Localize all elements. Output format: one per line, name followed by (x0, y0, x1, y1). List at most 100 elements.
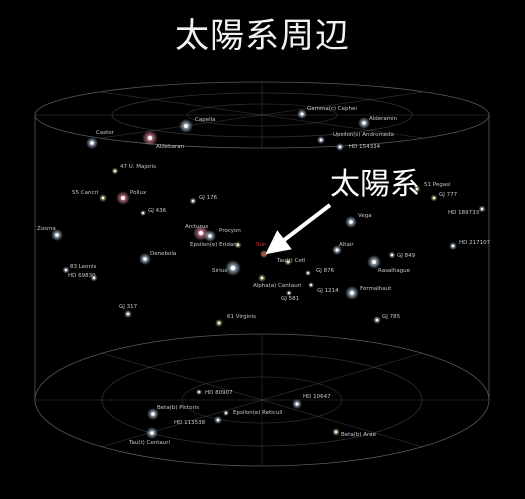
star-label: GJ 1214 (317, 288, 339, 294)
star-label: HD 113538 (174, 420, 206, 426)
star-label: Formalhaut (360, 286, 392, 292)
star-upsilon-andromeda: Upsilon(s) Andromeda (317, 132, 394, 144)
star-tau-centauri: Tau(t) Centauri (128, 427, 170, 446)
star-epsilon-reticuli: Epsilon(e) Reticuli (223, 410, 283, 416)
star-47-u-majoris: 47 U. Majoris (111, 164, 156, 175)
star-83-leonis: 83 Leonis (62, 264, 96, 274)
star-gj-785: GJ 785 (373, 314, 401, 324)
bottom-ring-inner (181, 376, 343, 424)
star-label: Upsilon(s) Andromeda (333, 132, 394, 138)
star-label: Pollux (130, 190, 147, 196)
star-label: GJ 849 (397, 253, 416, 259)
star-alderamin: Alderamin (358, 116, 398, 129)
star-hd-154334: HD 154334 (336, 143, 381, 151)
star-51-pegasi: 51 Pegasi (413, 182, 451, 193)
star-label: Castor (96, 130, 115, 136)
star-61-virginis: 61 Virginis (215, 314, 256, 327)
star-hd-189733: HD 189733 (448, 205, 486, 216)
top-spokes (35, 82, 489, 148)
star-hd-69830: HD 69830 (68, 273, 98, 282)
star-gj-317: GJ 317 (119, 304, 138, 318)
star-hd-80907: HD 80907 (196, 389, 233, 396)
star-label: 61 Virginis (227, 314, 256, 320)
star-label: GJ 317 (119, 304, 138, 310)
star-label: Epsilon(e) Reticuli (233, 410, 283, 416)
star-label: HD 154334 (349, 144, 381, 150)
top-ring-inner (186, 103, 338, 127)
star-label: GJ 777 (439, 192, 458, 198)
star-label: GJ 876 (316, 268, 335, 274)
star-vega: Vega (345, 213, 372, 228)
star-label: Zosma (37, 226, 56, 232)
star-label: Tau(t) Centauri (128, 440, 170, 446)
sun-label: Sun (256, 242, 267, 248)
star-label: Denebola (150, 251, 176, 257)
star-procyon: Procyon (204, 228, 241, 242)
star-epsilon-eridani: Epsilon(e) Eridani (190, 241, 242, 249)
star-label: 47 U. Majoris (120, 164, 156, 170)
star-label: HD 217107 (459, 240, 491, 246)
star-hd-10647: HD 10647 (292, 394, 331, 409)
star-label: 55 Cancri (72, 190, 99, 196)
star-label: GJ 581 (281, 296, 299, 302)
star-alpha-centauri: Alpha(a) Centauri (253, 274, 302, 289)
star-rasalhague: Rasalhague (367, 255, 411, 274)
top-ring-mid (111, 92, 413, 138)
star-label: HD 189733 (448, 210, 480, 216)
star-hd-217107: HD 217107 (449, 240, 491, 250)
star-beta-pictoris: Beta(b) Pictoris (147, 405, 199, 420)
star-label: 51 Pegasi (424, 182, 451, 188)
star-label: HD 80907 (205, 390, 233, 396)
star-label: Altair (339, 242, 354, 248)
star-gj-436: GJ 436 (140, 208, 167, 216)
callout-arrow (265, 203, 332, 255)
star-hd-113538: HD 113538 (174, 416, 222, 426)
star-label: GJ 176 (199, 195, 218, 201)
star-label: Rasalhague (378, 268, 411, 274)
star-gj-176: GJ 176 (189, 195, 218, 205)
stars-layer: Gamma(c) Cephei Alderamin Capella Castor… (37, 106, 491, 446)
star-sirius: Sirius (212, 260, 241, 276)
star-55-cancri: 55 Cancri (72, 190, 107, 202)
star-label: Capella (195, 117, 216, 123)
star-capella: Capella (179, 117, 216, 133)
cylinder-grid (34, 81, 490, 467)
star-label: Alpha(a) Centauri (253, 283, 302, 289)
star-castor: Castor (86, 130, 115, 149)
star-altair: Altair (332, 242, 354, 255)
star-label: HD 10647 (303, 394, 331, 400)
star-label: GJ 436 (148, 208, 167, 214)
star-label: Gamma(c) Cephei (307, 106, 357, 112)
star-label: Procyon (219, 228, 241, 234)
star-gj-777: GJ 777 (430, 192, 458, 202)
star-formalhaut: Formalhaut (345, 286, 392, 300)
star-label: Tau(t) Ceti (276, 258, 306, 264)
star-gj-1214: GJ 1214 (308, 282, 339, 294)
star-label: Epsilon(e) Eridani (190, 242, 239, 248)
star-label: HD 69830 (68, 273, 96, 279)
star-zosma: Zosma (37, 226, 63, 241)
bottom-spokes (35, 334, 489, 466)
star-beta-arae: Beta(b) Arae (332, 428, 377, 438)
star-label: GJ 785 (382, 314, 401, 320)
star-label: Alderamin (369, 116, 398, 122)
star-tau-ceti: Tau(t) Ceti (276, 258, 306, 266)
star-label: Vega (358, 213, 372, 219)
solar-system-callout: 太陽系 (330, 167, 420, 202)
sun-marker: Sun (256, 242, 268, 258)
bottom-ring-mid (101, 353, 423, 447)
star-label: Beta(b) Pictoris (157, 405, 199, 411)
star-gj-581: GJ 581 (281, 290, 299, 302)
star-aldebaran: Aldebaran (142, 130, 185, 150)
star-label: 83 Leonis (70, 264, 96, 270)
page-title: 太陽系周辺 (175, 16, 350, 56)
star-gamma-cephei: Gamma(c) Cephei (297, 106, 357, 119)
star-pollux: Pollux (116, 190, 147, 205)
star-denebola: Denebola (139, 251, 176, 265)
star-gj-876: GJ 876 (305, 268, 335, 276)
star-label: Aldebaran (156, 144, 185, 150)
star-gj-849: GJ 849 (388, 251, 416, 259)
star-label: Sirius (212, 268, 227, 274)
star-label: Beta(b) Arae (341, 432, 377, 438)
